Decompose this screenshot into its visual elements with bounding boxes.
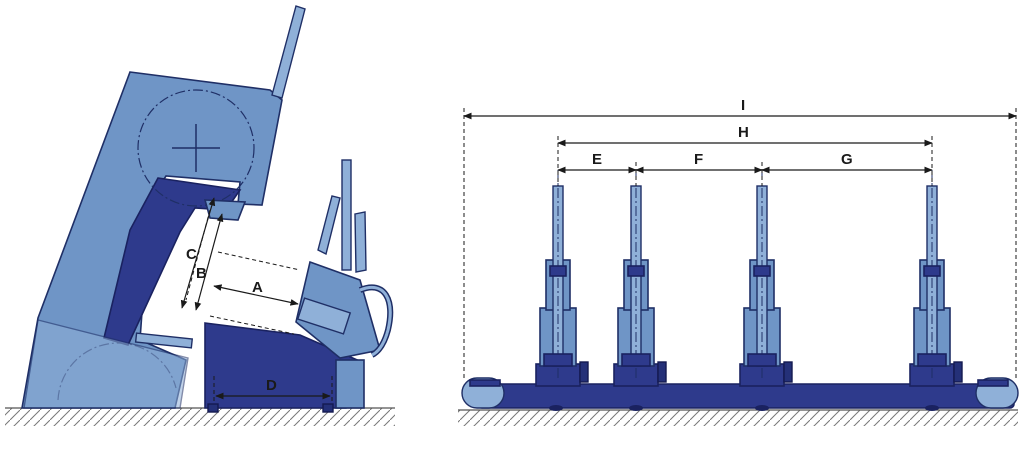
dim-i-label: I — [741, 97, 745, 114]
column-2 — [613, 170, 667, 387]
roller-table-base — [461, 377, 1019, 411]
side-ground — [5, 407, 395, 426]
front-ground — [458, 409, 1018, 426]
front-view: I H E F G — [458, 97, 1019, 426]
dim-b-line — [194, 213, 224, 311]
side-dimensions: C B A D — [180, 197, 333, 404]
front-dimensions: I H E F G — [463, 97, 1017, 380]
dim-f-label: F — [694, 151, 703, 168]
dim-b-label: B — [196, 265, 207, 282]
dim-e-label: E — [592, 151, 602, 168]
column-1 — [535, 170, 589, 387]
column-3 — [739, 170, 793, 387]
dim-d-label: D — [266, 377, 277, 394]
dim-g-label: G — [841, 151, 853, 168]
dim-h-label: H — [738, 124, 749, 141]
dim-c-label: C — [186, 246, 197, 263]
side-view: C B A D — [5, 5, 395, 426]
vise-assembly — [295, 159, 394, 409]
dim-a-line — [213, 284, 299, 306]
dim-a-label: A — [252, 279, 263, 296]
column-4 — [909, 170, 963, 387]
